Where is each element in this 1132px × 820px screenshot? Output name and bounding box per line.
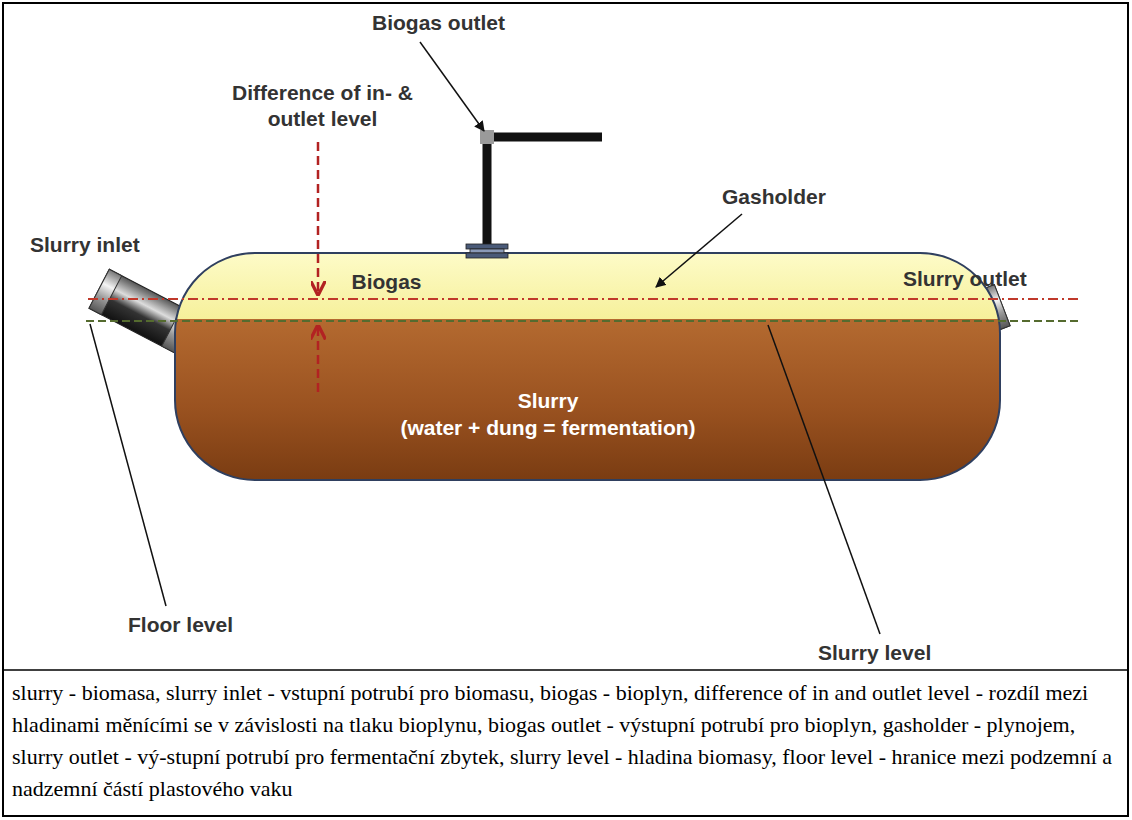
slurry-level-line — [86, 320, 1078, 322]
flange — [466, 253, 508, 258]
slurry-zone — [175, 319, 1000, 480]
callout-label: Slurry inlet — [30, 232, 140, 258]
region-label: Slurry — [518, 387, 579, 414]
plastic-bag-tank — [175, 253, 1000, 480]
gasholder-zone — [175, 253, 1000, 320]
leader-line — [420, 42, 484, 131]
callout-label: Slurry outlet — [903, 266, 1027, 292]
leader-line — [656, 214, 742, 287]
slurry-region: Slurry(water + dung = fermentation) — [394, 384, 702, 444]
leader-line — [90, 324, 166, 606]
caption-separator — [3, 669, 1128, 671]
region-label: (water + dung = fermentation) — [400, 414, 695, 441]
flange — [470, 249, 504, 253]
pipe-elbow — [480, 130, 494, 144]
caption-text: slurry - biomasa, slurry inlet - vstupní… — [12, 677, 1120, 805]
callout-label: Difference of in- & outlet level — [230, 80, 415, 132]
biogas-outlet-pipe — [487, 137, 602, 246]
callout-label: Floor level — [128, 612, 233, 638]
region-label: Biogas — [351, 268, 421, 295]
flange — [466, 244, 508, 249]
in-outlet-level-line — [88, 298, 1078, 300]
callout-label: Slurry level — [818, 640, 931, 666]
callout-label: Gasholder — [722, 184, 826, 210]
outer-frame — [3, 3, 1128, 816]
tank-outline — [175, 253, 1000, 480]
leader-line — [768, 325, 880, 634]
difference-arrow — [317, 142, 320, 294]
gasholder-region: Biogas — [345, 265, 428, 298]
callout-label: Biogas outlet — [372, 10, 505, 36]
difference-arrow — [317, 326, 320, 392]
